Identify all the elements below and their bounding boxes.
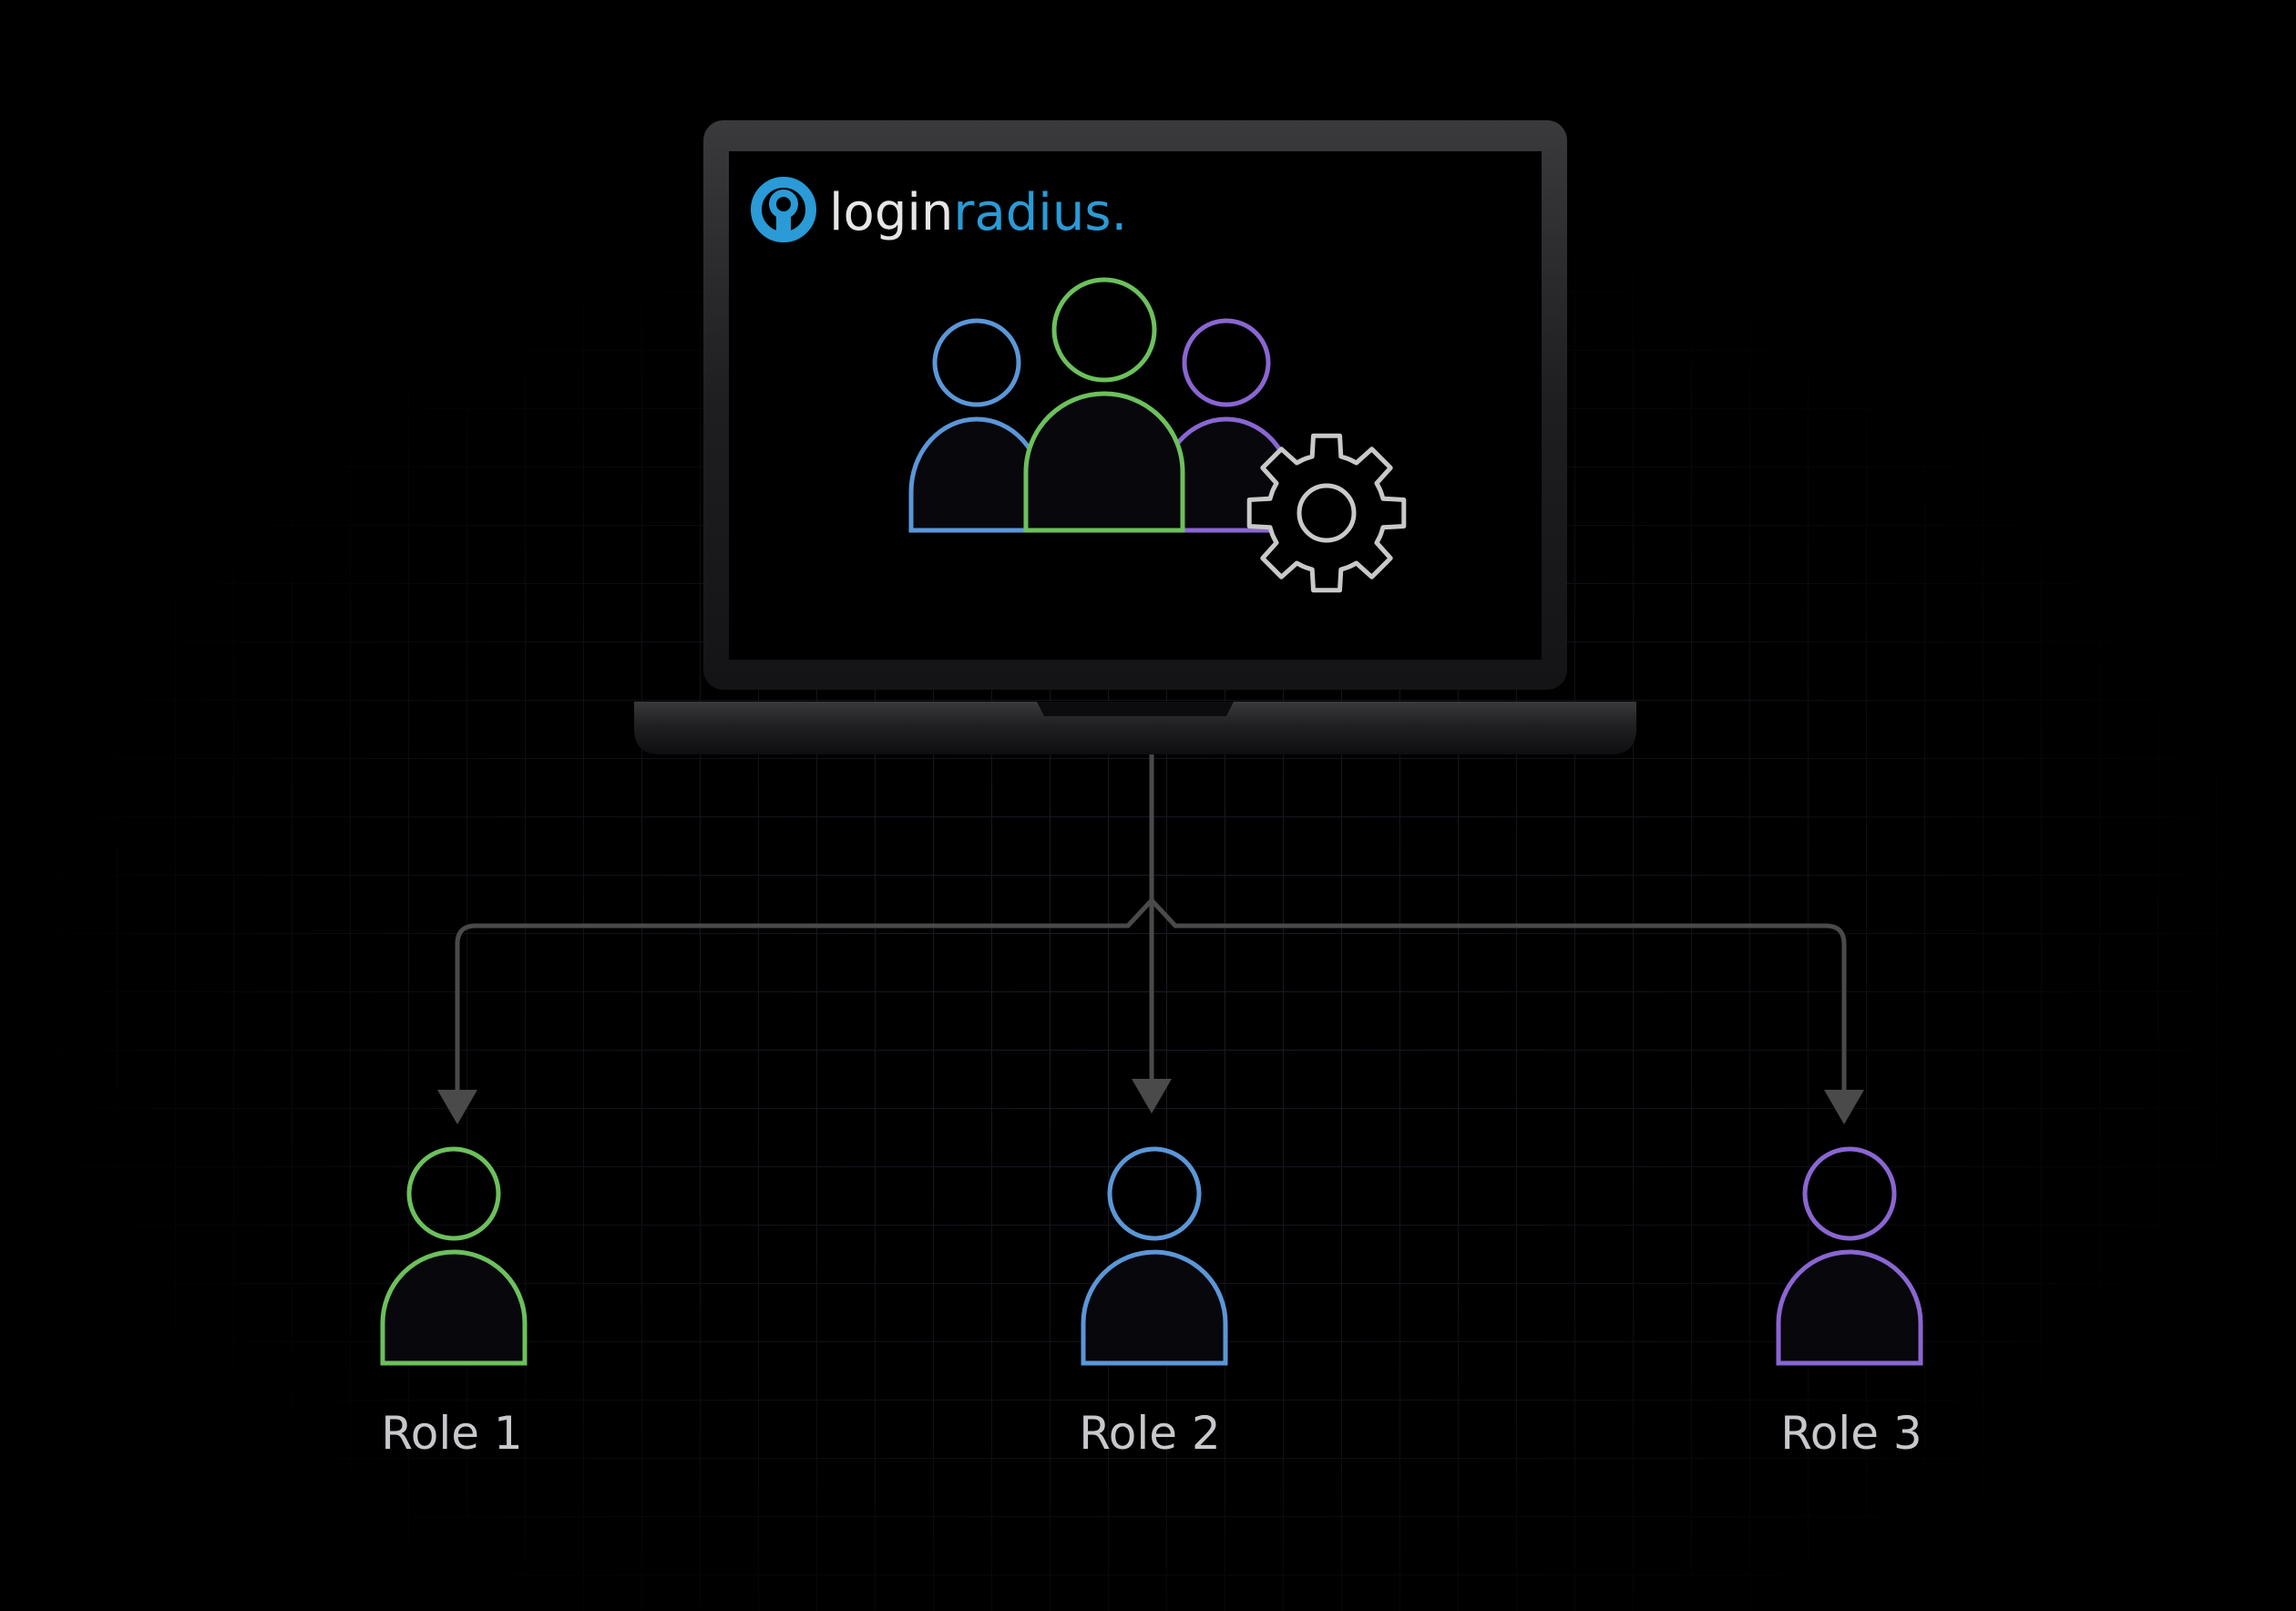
user-blue-icon <box>908 318 1045 533</box>
gear-icon <box>1246 433 1407 593</box>
role-1-person-icon <box>380 1146 528 1366</box>
connector-role-1 <box>455 898 1153 1093</box>
loginradius-logo-icon <box>751 177 816 242</box>
users-group-icon <box>908 277 1295 533</box>
role-2-person-icon <box>1081 1146 1228 1366</box>
role-1-label: Role 1 <box>381 1407 522 1460</box>
role-2: Role 2 <box>1079 1146 1228 1460</box>
role-3-label: Role 3 <box>1780 1407 1922 1460</box>
loginradius-logo: loginradius. <box>751 177 1127 242</box>
laptop-notch <box>1037 702 1234 716</box>
connector-role-3 <box>1150 898 1847 1093</box>
loginradius-logo-text: loginradius. <box>829 183 1127 242</box>
laptop-base <box>634 702 1636 754</box>
role-1: Role 1 <box>380 1146 528 1460</box>
arrowhead-role-1 <box>437 1090 477 1124</box>
role-3: Role 3 <box>1776 1146 1923 1460</box>
role-3-person-icon <box>1776 1146 1923 1366</box>
arrowhead-role-3 <box>1824 1090 1864 1124</box>
arrowhead-role-2 <box>1132 1079 1172 1113</box>
connector-lines <box>437 754 1864 1124</box>
user-green-icon <box>1023 277 1185 533</box>
role-2-label: Role 2 <box>1079 1407 1220 1460</box>
